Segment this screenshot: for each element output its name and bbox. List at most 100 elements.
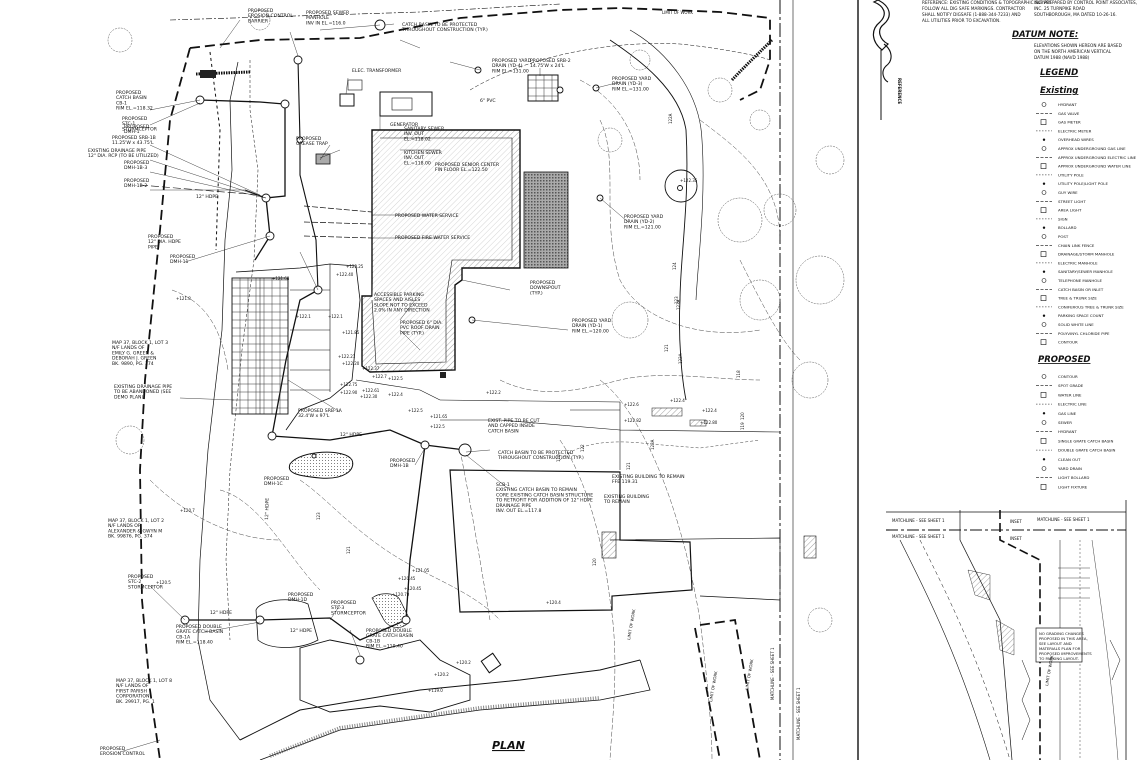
legend-title: LEGEND [1040, 68, 1078, 78]
legend-existing-symbol-icon [1040, 207, 1047, 213]
legend-proposed-item-label: SEWER [1058, 420, 1072, 425]
label-yard-drain1-line: PROPOSED YARD [492, 58, 532, 64]
legend-existing-item-label: CHAIN LINK FENCE [1058, 243, 1095, 248]
contour-label: 122A [678, 353, 683, 364]
contour-label: 123 [674, 296, 679, 304]
legend-proposed-symbol-icon [1042, 412, 1046, 415]
label-fire-water: PROPOSED FIRE WATER SERVICE [395, 235, 470, 241]
spot-grade-label: +122.5 [430, 424, 445, 429]
hatched-curve-2 [195, 70, 251, 76]
grease-trap [315, 153, 331, 165]
label-yard-drain2-line: DRAIN (YD-2) [624, 219, 655, 225]
legend-existing-symbol-icon [1041, 234, 1047, 239]
label-sanitary-line: EL.=118.02 [404, 136, 431, 142]
label-hdpe-a: 12" HDPE [196, 194, 218, 200]
existing-edges [439, 399, 781, 470]
datum-note-title: DATUM NOTE: [1012, 30, 1078, 40]
label-stc2-line: STC-2 [128, 579, 141, 585]
legend-proposed-symbol-icon [1041, 466, 1047, 471]
contour-label: 119 [740, 422, 745, 430]
light-fixture-icon [677, 185, 683, 191]
building-roof-inner [371, 137, 513, 365]
existing-building [449, 469, 693, 613]
matchline-label-vertical-2: MATCHLINE - SEE SHEET 1 [796, 687, 801, 740]
label-erosion-bottom-line: EROSION CONTROL [100, 751, 145, 757]
north-arrow-icon [872, 0, 892, 120]
label-dmh1c-line: PROPOSED [264, 476, 290, 482]
spot-grade-label: +120.4 [546, 600, 561, 605]
label-catch-basin-cb-line: PROPOSED [116, 90, 142, 96]
label-hdpe-b: 12" HDPE [340, 432, 362, 438]
existing-steps [651, 407, 683, 417]
label-existing-bldg-line: EXISTING BUILDING TO REMAIN [612, 474, 685, 480]
legend-existing-item-label: SANITARY/SEWER MANHOLE [1058, 269, 1113, 274]
survey-note: REFERENCE: EXISTING CONDITIONS & TOPOGRA… [922, 0, 1137, 23]
property-line [139, 7, 771, 761]
structures [180, 19, 683, 665]
label-catch-basin-cb-line: CB-1 [116, 100, 127, 106]
spot-grade-label: +119.0 [428, 688, 443, 693]
label-roof-drain-line: PIPE (TYP.) [400, 330, 424, 336]
south-drive-hatch [269, 696, 601, 758]
legend-existing-item-label: GAS METER [1058, 120, 1081, 125]
contour-label: 121 [626, 462, 631, 470]
label-owner-3-line: CORPORATION [116, 694, 149, 700]
legend-proposed-item-label: GAS LINE [1058, 411, 1077, 416]
contour-label: 123 [316, 512, 321, 520]
building-courtyard [379, 91, 433, 117]
inset-matchline-2: MATCHLINE - SEE SHEET 1 [892, 534, 945, 539]
label-dmh-1b2-line: DMH-1B-2 [124, 183, 147, 189]
label-stc3-line: PROPOSED [331, 600, 357, 606]
legend-existing-item-label: APPROX UNDERGROUND GAS LINE [1058, 146, 1126, 151]
label-sewer-mh-line: PROPOSED SEWER [306, 10, 350, 16]
label-grease-trap-line: GREASE TRAP [296, 141, 328, 147]
label-yard-drain-yd1-line: RIM EL.=120.00 [572, 328, 609, 334]
drive-loop [609, 39, 688, 401]
label-dmh1d-line: DMH-1D [288, 597, 308, 603]
contour-label: 121 [346, 546, 351, 554]
label-owner-1-line: DEBORAH J. GREEN [112, 356, 156, 362]
no-grading-line-2: PROPOSED IN THIS AREA, [1039, 636, 1088, 641]
legend-existing-symbol-icon [1041, 278, 1047, 283]
label-erosion-top-line: PROPOSED [248, 8, 274, 14]
legend-proposed-item-label: SINGLE GRATE CATCH BASIN [1058, 438, 1113, 443]
label-fire-water-line: PROPOSED FIRE WATER SERVICE [395, 235, 470, 241]
spot-grade-label: +122.5 [408, 408, 423, 413]
existing-stair [601, 531, 617, 559]
label-elec-transformer-line: ELEC. TRANSFORMER [352, 68, 402, 74]
legend-existing-item-label: STREET LIGHT [1058, 199, 1086, 204]
existing-building-2 [609, 537, 781, 601]
label-scb1-line: EXISTING CATCH BASIN TO REMAIN [496, 487, 577, 493]
patio-box [527, 74, 559, 102]
legend-proposed-title: PROPOSED [1038, 355, 1090, 365]
spot-grade-label: +120.70 [392, 592, 410, 597]
spot-grade-label: +122.35 [680, 178, 698, 183]
legend-proposed-item-label: ELECTRIC LINE [1058, 402, 1087, 407]
spot-grade-label: +120.45 [404, 586, 422, 591]
survey-note-line-5: INC. 25 TURNPIKE ROAD [1034, 6, 1085, 11]
patio-box-2 [347, 79, 363, 91]
no-grading-line-5: PROPOSED IMPROVEMENTS [1039, 651, 1092, 656]
parking-curb [235, 263, 361, 431]
legend-existing-symbol-icon [1040, 251, 1047, 257]
spot-grade-label: +121.65 [430, 414, 448, 419]
legend-proposed-symbol-icon [1040, 484, 1047, 490]
legend-proposed-item-label: SPOT GRADE [1058, 383, 1084, 388]
legend-proposed-item-label: HYDRANT [1058, 429, 1077, 434]
legend-existing-title: Existing [1040, 86, 1078, 96]
survey-note-line-7: SOUTHBOROUGH, MA DATED 10-26-16. [1034, 12, 1117, 17]
legend-existing-symbol-icon [1041, 322, 1047, 327]
limit-of-work-1: LIMIT OF WORK [708, 670, 718, 702]
label-dmh1-line: DMH-1 [124, 129, 140, 135]
label-roof-drain-line: PVC ROOF DRAIN [400, 325, 440, 331]
existing-trees [107, 9, 845, 633]
spot-grade-label: +122.20 [342, 361, 360, 366]
